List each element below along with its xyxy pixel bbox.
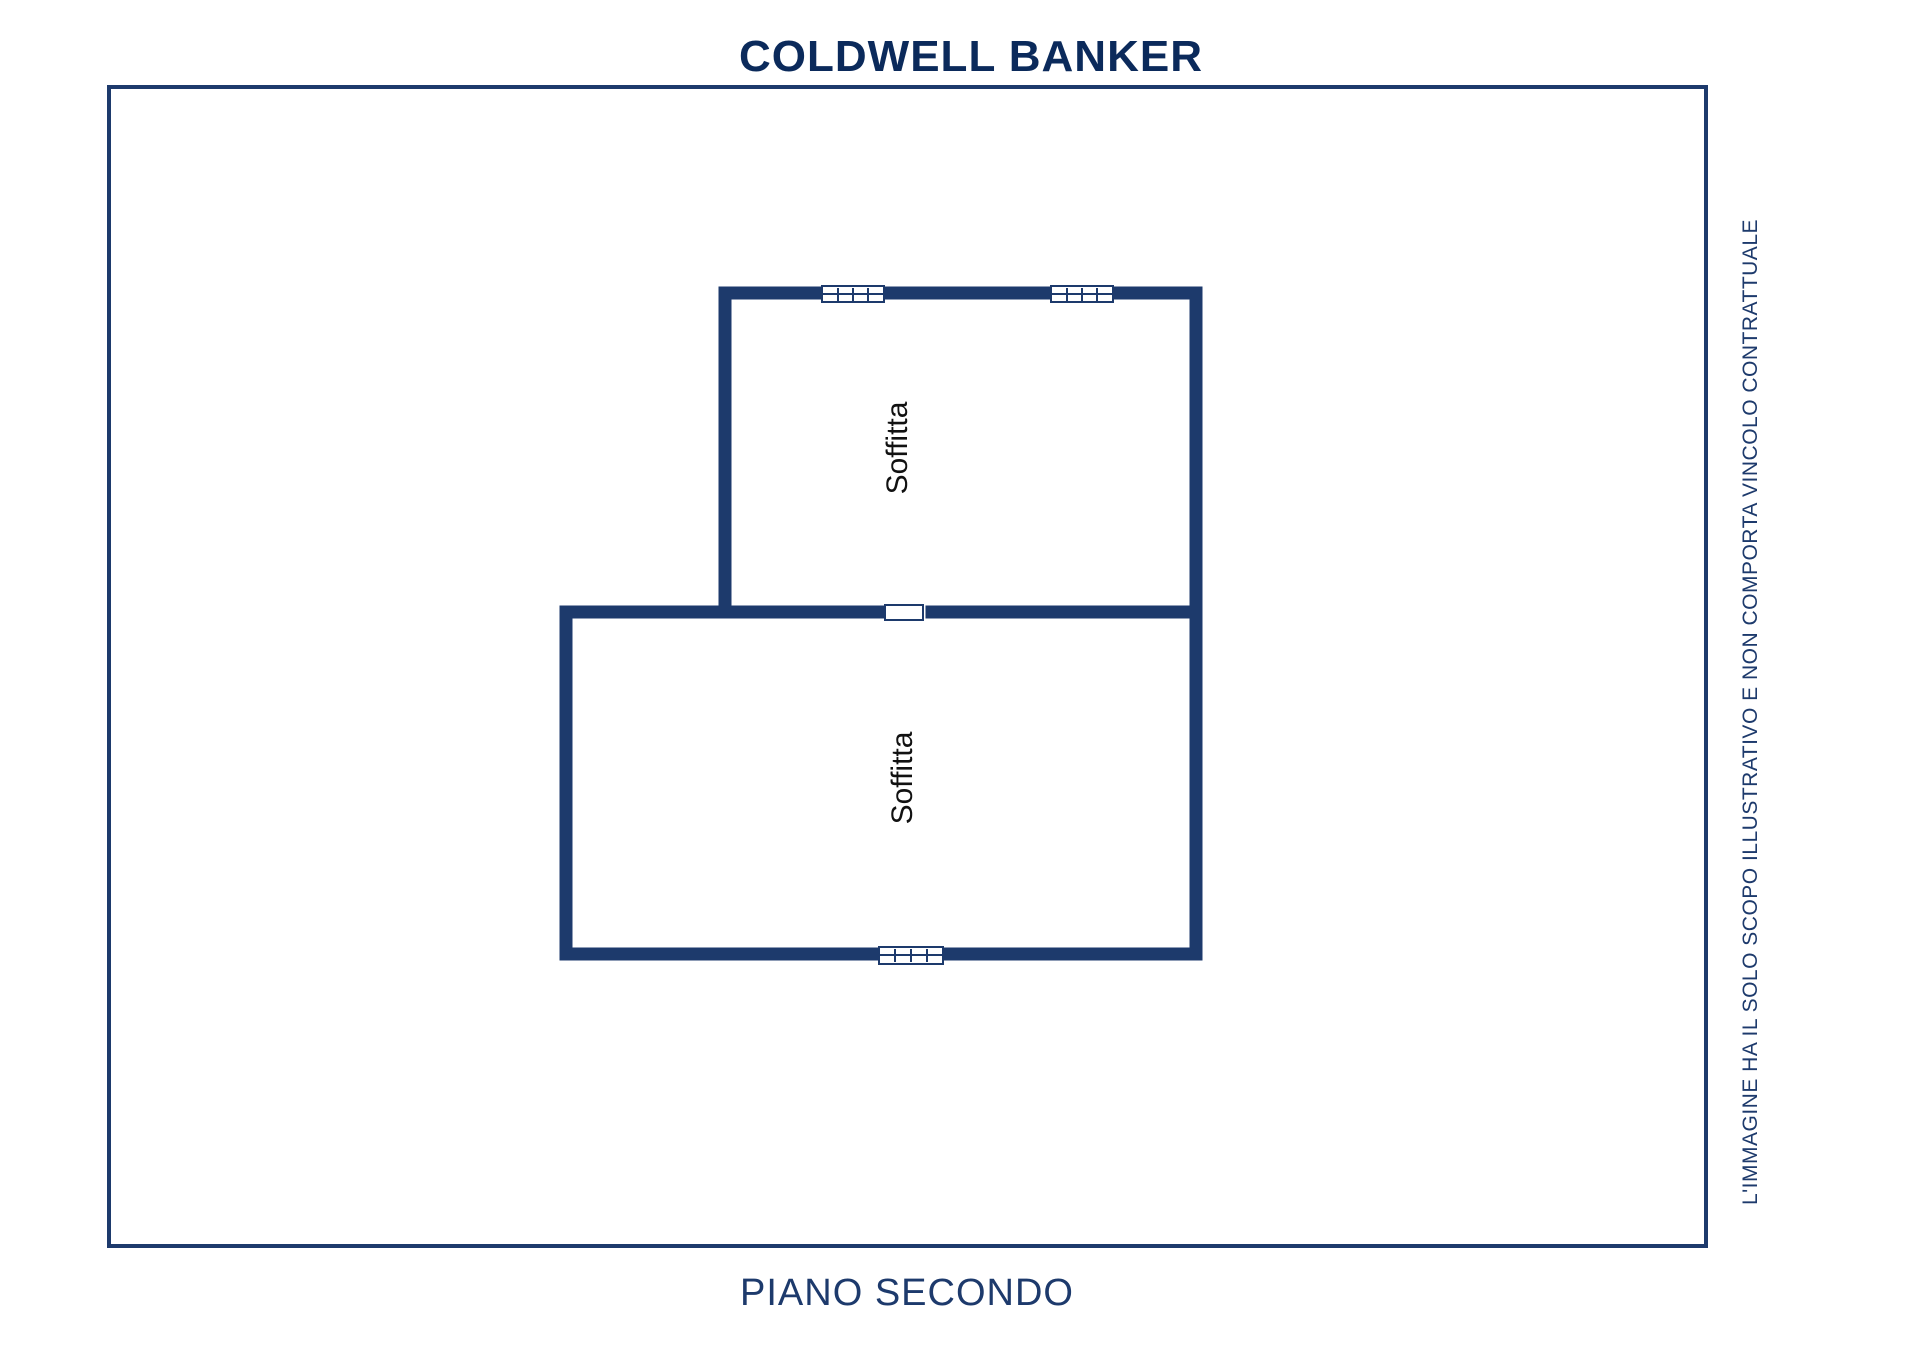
- floor-label: PIANO SECONDO: [740, 1272, 1074, 1314]
- walls: [559, 286, 1203, 961]
- window-upper-right: [1050, 285, 1114, 303]
- room-label-upper: Soffitta: [881, 401, 914, 494]
- room-label-lower: Soffitta: [886, 731, 919, 824]
- window-upper-left: [821, 285, 885, 303]
- plan-frame: [107, 85, 1708, 1248]
- disclaimer-text: L'IMMAGINE HA IL SOLO SCOPO ILLUSTRATIVO…: [1739, 219, 1762, 1206]
- window-lower-bottom: [878, 946, 944, 965]
- brand-logo-text: COLDWELL BANKER: [739, 32, 1203, 81]
- door-opening: [884, 604, 924, 621]
